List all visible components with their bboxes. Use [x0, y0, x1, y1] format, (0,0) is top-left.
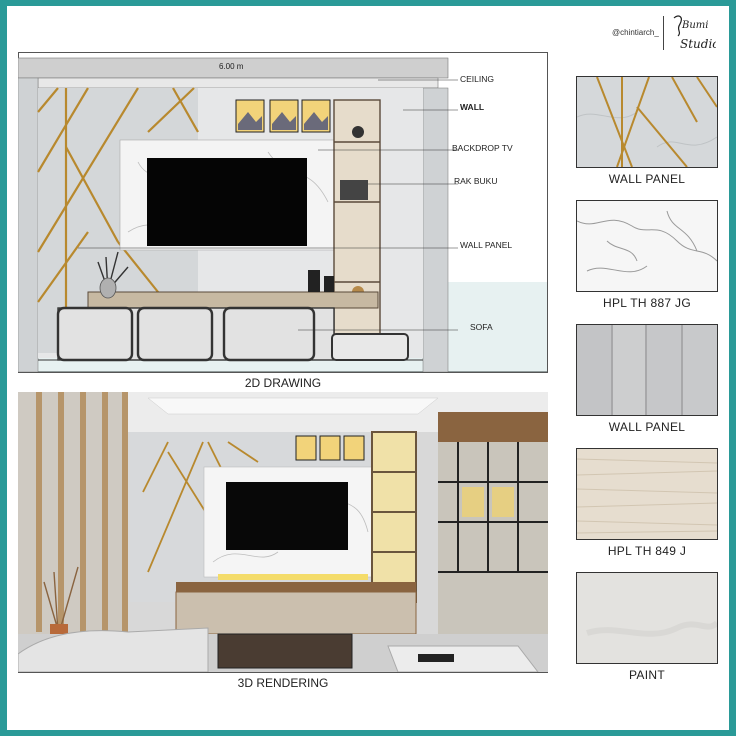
header-divider [663, 16, 664, 50]
swatch-wall-panel-grey [576, 324, 718, 416]
dimension-label: 6.00 m [216, 62, 247, 71]
rendering-image [17, 392, 548, 673]
swatch-wall-panel-marble [576, 76, 718, 168]
swatch-hpl-887-jg [576, 200, 718, 292]
swatch-label-paint: PAINT [629, 668, 665, 682]
callout-sofa: SOFA [470, 322, 493, 332]
swatch-hpl-849-j [576, 448, 718, 540]
callout-wall-panel: WALL PANEL [460, 240, 513, 250]
caption-2d-drawing: 2D DRAWING [18, 372, 548, 393]
social-handle: @chintiarch_ [612, 28, 659, 37]
tv-screen [147, 158, 307, 246]
swatch-label-hpl-849: HPL TH 849 J [607, 544, 687, 558]
swatch-label-hpl-887: HPL TH 887 JG [603, 296, 691, 310]
swatch-label-wall-panel-1: WALL PANEL [608, 172, 686, 186]
swatch-paint [576, 572, 718, 664]
callout-wall: WALL [460, 102, 485, 112]
swatch-label-wall-panel-2: WALL PANEL [608, 420, 686, 434]
callout-backdrop-tv: BACKDROP TV [452, 143, 513, 153]
panel-2d-drawing: 6.00 m CEILING WALL BACKDROP TV RAK BUKU… [17, 52, 548, 393]
svg-text:Bumi: Bumi [681, 20, 708, 31]
studio-logo: Bumi Studio [673, 15, 716, 51]
callout-rak-buku: RAK BUKU [454, 176, 498, 186]
caption-3d-rendering: 3D RENDERING [18, 672, 548, 693]
panel-3d-rendering: 3D RENDERING [17, 392, 548, 693]
elevation-drawing [17, 52, 548, 373]
callout-ceiling: CEILING [460, 74, 495, 84]
svg-text:Studio: Studio [680, 37, 716, 51]
